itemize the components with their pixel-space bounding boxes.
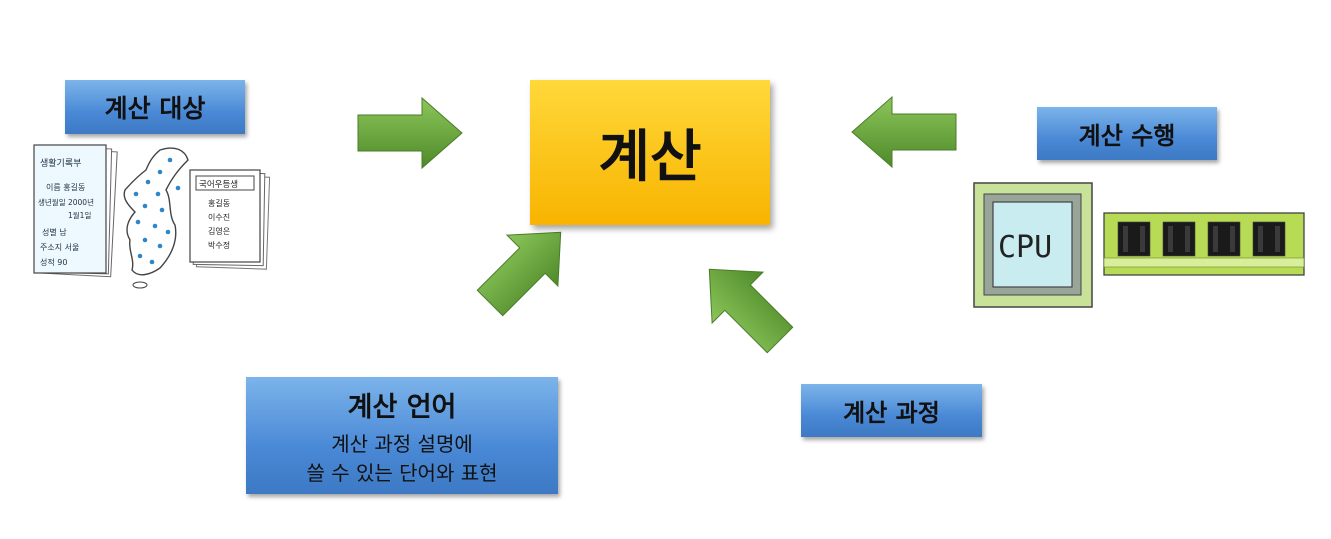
arrow-execution-to-center — [851, 95, 957, 169]
language-desc-line1: 계산 과정 설명에 — [331, 432, 473, 456]
language-label: 계산 언어 — [347, 392, 457, 423]
record-line: 주소지 서울 — [40, 243, 79, 252]
honor-list-item: 박수정 — [208, 240, 230, 250]
record-line: 이름 홍길동 — [46, 182, 85, 192]
record-line: 생년월일 2000년 — [38, 197, 94, 207]
honor-list-item: 김영은 — [208, 226, 230, 236]
record-line: 성적 90 — [40, 257, 67, 267]
arrow-targets-to-center — [357, 96, 463, 170]
arrow-process-to-center — [708, 268, 794, 354]
execution-label-box: 계산 수행 — [1037, 107, 1217, 160]
record-line: 1월1일 — [68, 210, 91, 220]
cpu-chip-icon: CPU — [973, 182, 1093, 308]
targets-label-box: 계산 대상 — [65, 80, 245, 134]
center-computation-box: 계산 — [530, 80, 770, 225]
arrow-language-to-center — [476, 231, 562, 317]
honor-list-icon: 국어우등생 홍길동 이수진 김영은 박수정 — [189, 169, 271, 270]
honor-list-item: 홍길동 — [208, 198, 230, 208]
honor-list-item: 이수진 — [208, 212, 230, 222]
record-title: 생활기록부 — [40, 157, 81, 169]
honor-list-title: 국어우등생 — [199, 179, 238, 190]
korea-map-icon — [123, 147, 189, 289]
center-title: 계산 — [598, 125, 702, 190]
targets-label: 계산 대상 — [104, 94, 206, 123]
execution-label: 계산 수행 — [1078, 122, 1176, 150]
ram-module-icon — [1103, 212, 1305, 276]
language-label-box: 계산 언어 계산 과정 설명에 쓸 수 있는 단어와 표현 — [246, 377, 558, 494]
process-label-box: 계산 과정 — [801, 384, 982, 437]
record-line: 성별 남 — [42, 227, 67, 237]
process-label: 계산 과정 — [843, 399, 940, 427]
language-desc-line2: 쓸 수 있는 단어와 표현 — [306, 461, 498, 485]
cpu-label: CPU — [998, 230, 1052, 265]
record-sheets-icon: 생활기록부 이름 홍길동 생년월일 2000년 1월1일 성별 남 주소지 서울… — [33, 144, 118, 278]
